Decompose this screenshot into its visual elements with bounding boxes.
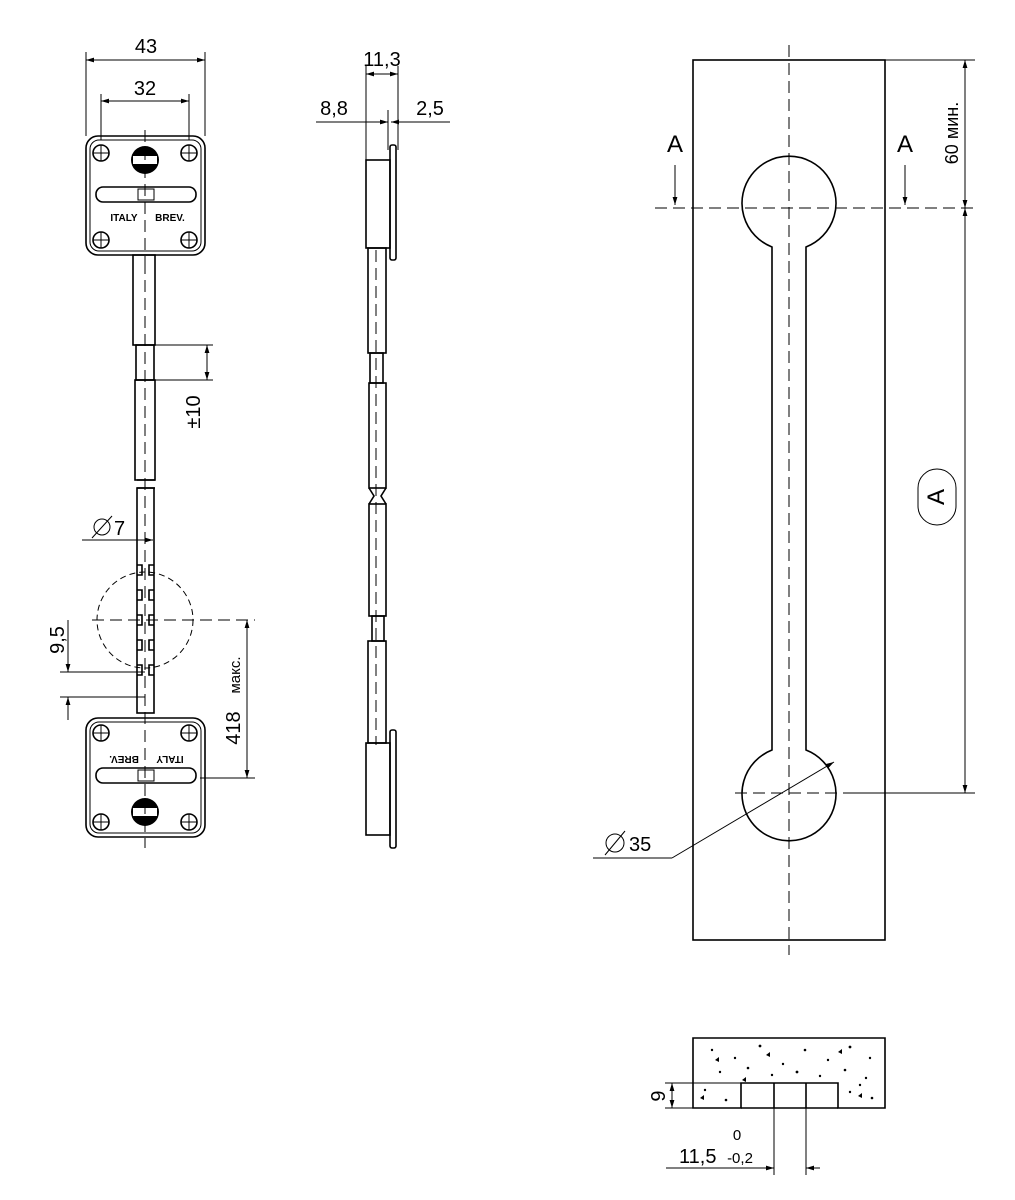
dim-notch-pitch: 9,5 <box>47 620 145 720</box>
section-mark-right: A <box>897 131 913 205</box>
dim-groove-depth-label: 9 <box>648 1090 670 1101</box>
plate-text-right-flipped: ITALY <box>156 753 184 764</box>
plate-text-left-flipped: BREV. <box>109 753 139 764</box>
section-hatch <box>700 1044 874 1102</box>
dim-width-outer: 43 <box>85 36 206 136</box>
front-view: 43 32 ITALY BREV. <box>47 36 255 848</box>
panel-outline <box>692 59 886 941</box>
dim-rod-diameter: 7 <box>82 515 153 543</box>
section-mark-right-label: A <box>897 131 913 158</box>
side-top-plate <box>389 144 397 261</box>
section-mark-left: A <box>667 131 683 205</box>
section-mark-left-label: A <box>667 131 683 158</box>
dim-groove-width: 11,5 0 -0,2 <box>666 1108 820 1175</box>
dim-adjust-label: ±10 <box>183 395 205 428</box>
dim-body-depth-label: 8,8 <box>320 98 348 120</box>
screw-icon <box>92 231 110 249</box>
dim-hole-diameter: 35 <box>593 761 835 859</box>
side-bottom-body <box>365 742 391 836</box>
screw-icon <box>180 813 198 831</box>
dim-min-offset: 60 мин. <box>942 60 968 208</box>
rod <box>132 254 156 720</box>
dim-hole-diameter-label: 35 <box>629 834 651 856</box>
dim-length-ref: A <box>917 208 968 793</box>
screw-icon <box>180 724 198 742</box>
dim-width-outer-label: 43 <box>135 36 157 58</box>
dim-total-depth: 11,3 <box>363 49 401 160</box>
screw-icon <box>92 144 110 162</box>
dim-notch-pitch-label: 9,5 <box>47 626 69 654</box>
screw-icon <box>180 144 198 162</box>
dim-adjust: ±10 <box>155 344 213 429</box>
slot-outline <box>741 155 837 842</box>
plate-text-left: ITALY <box>110 213 138 224</box>
dim-plate-depth: 2,5 <box>387 98 450 150</box>
dim-length-max: 418 макс. <box>200 620 255 779</box>
side-top-body <box>365 159 391 249</box>
dim-total-depth-label: 11,3 <box>363 49 400 71</box>
screw-icon <box>180 231 198 249</box>
plate-text-right: BREV. <box>155 213 185 224</box>
dim-tol-upper: 0 <box>733 1127 741 1144</box>
dim-length-max-label: 418 <box>223 711 245 744</box>
dim-tol-lower: -0,2 <box>727 1150 753 1167</box>
dim-body-depth: 8,8 <box>316 98 388 125</box>
dim-groove-width-label: 11,5 <box>679 1146 716 1168</box>
slot-view: A A 60 мин. A 35 <box>593 45 975 955</box>
dim-min-offset-label: 60 мин. <box>942 102 962 164</box>
dim-length-ref-label: A <box>923 489 950 505</box>
dim-rod-diameter-label: 7 <box>114 518 125 540</box>
screw-icon <box>92 724 110 742</box>
dim-width-inner: 32 <box>100 78 190 140</box>
side-bottom-plate <box>389 729 397 849</box>
side-view: 11,3 8,8 2,5 <box>316 49 450 849</box>
top-plate: ITALY BREV. <box>85 130 206 262</box>
dim-length-max-suffix: макс. <box>227 656 244 693</box>
screw-icon <box>92 813 110 831</box>
dim-groove-depth: 9 <box>648 1082 741 1109</box>
section-outline <box>692 1037 886 1109</box>
dim-plate-depth-label: 2,5 <box>416 98 444 120</box>
bottom-plate: BREV. ITALY <box>85 712 206 848</box>
section-view: 9 11,5 0 -0,2 <box>648 1037 886 1175</box>
dim-width-inner-label: 32 <box>134 78 156 100</box>
